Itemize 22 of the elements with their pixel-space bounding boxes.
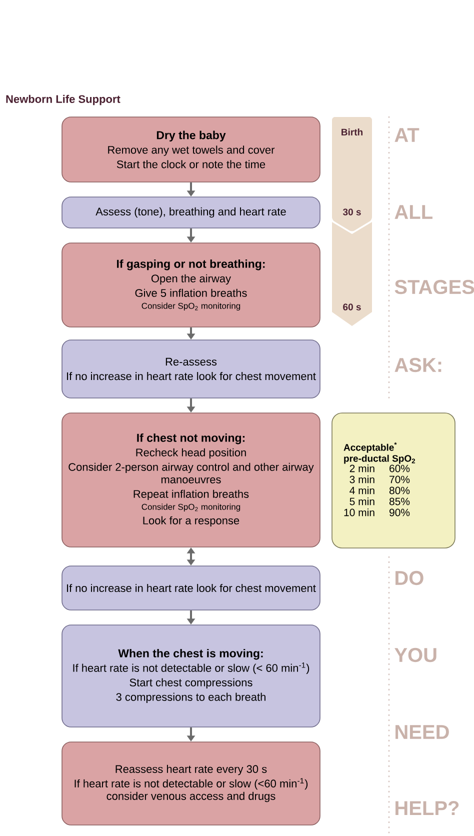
title: Newborn Life Support	[6, 94, 120, 106]
prompt-word: NEED	[396, 725, 449, 739]
process-box: If no increase in heart rate look for chest movement	[62, 566, 320, 610]
prompt-word: HELP?	[396, 801, 459, 815]
prompt-word: AT	[394, 128, 420, 142]
node-label: Birth	[342, 128, 362, 136]
prompt-word: STAGES	[394, 280, 474, 294]
prompt-word: DO	[396, 570, 424, 586]
process-box: If chest not moving: Recheck head position Consider 2-person airway control and other airway manoeuvres Repeat inflation breaths Consider SpO$_{2}$ monitoring Look for a response	[62, 412, 320, 548]
process-box: When the chest is moving: If heart rate is not detectable or slow (< 60 min$^{-1}$) Start chest compressions 3 compressions to each breath	[62, 624, 320, 728]
target-table-box: Acceptable$^{*}$ pre-ductal SpO$_{2}$ 2 min 60% 3 min 70% 4 min 80% 5 min 85% 10 min 90%	[332, 412, 456, 548]
timeline-band: Birth 30 s 60 s	[332, 117, 372, 326]
prompt-word: YOU	[394, 648, 436, 662]
process-box: Re-assess If no increase in heart rate look for chest movement	[62, 340, 320, 398]
prompt-word: ALL	[394, 205, 432, 219]
process-box: Assess (tone), breathing and heart rate	[62, 196, 320, 228]
process-box: Dry the baby Remove any wet towels and cover Start the clock or note the time	[62, 116, 320, 182]
process-box: Reassess heart rate every 30 s If heart rate is not detectable or slow (<60 min$^{-1}$) consider venous access and drugs	[62, 742, 320, 826]
prompt-word: ASK:	[394, 358, 442, 372]
node-label: 60 s	[343, 304, 361, 310]
process-box: If gasping or not breathing: Open the airway Give 5 inflation breaths Consider SpO$_{2}$ monitoring	[62, 242, 320, 328]
node-label: 30 s	[342, 208, 361, 216]
